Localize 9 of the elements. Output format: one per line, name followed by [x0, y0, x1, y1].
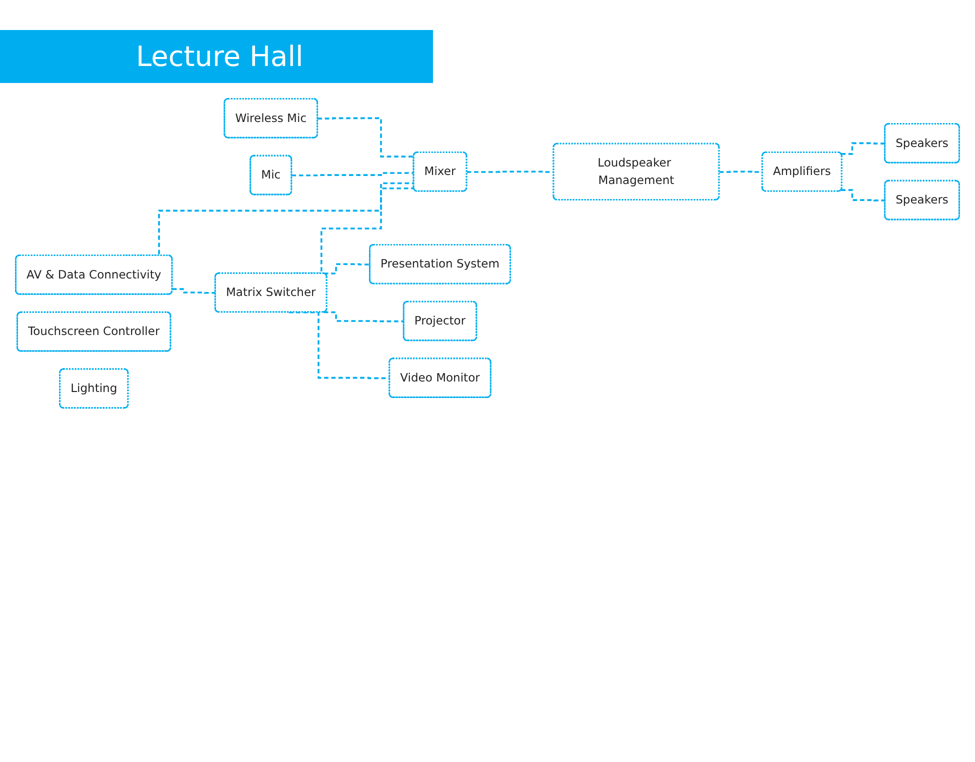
connector	[466, 170, 554, 173]
connector	[324, 263, 370, 274]
connector	[841, 142, 886, 155]
connector	[841, 189, 886, 202]
connector	[318, 117, 414, 158]
connector	[292, 172, 414, 176]
connector	[172, 288, 216, 294]
connector	[324, 311, 404, 322]
title-banner: Lecture Hall	[0, 30, 434, 83]
